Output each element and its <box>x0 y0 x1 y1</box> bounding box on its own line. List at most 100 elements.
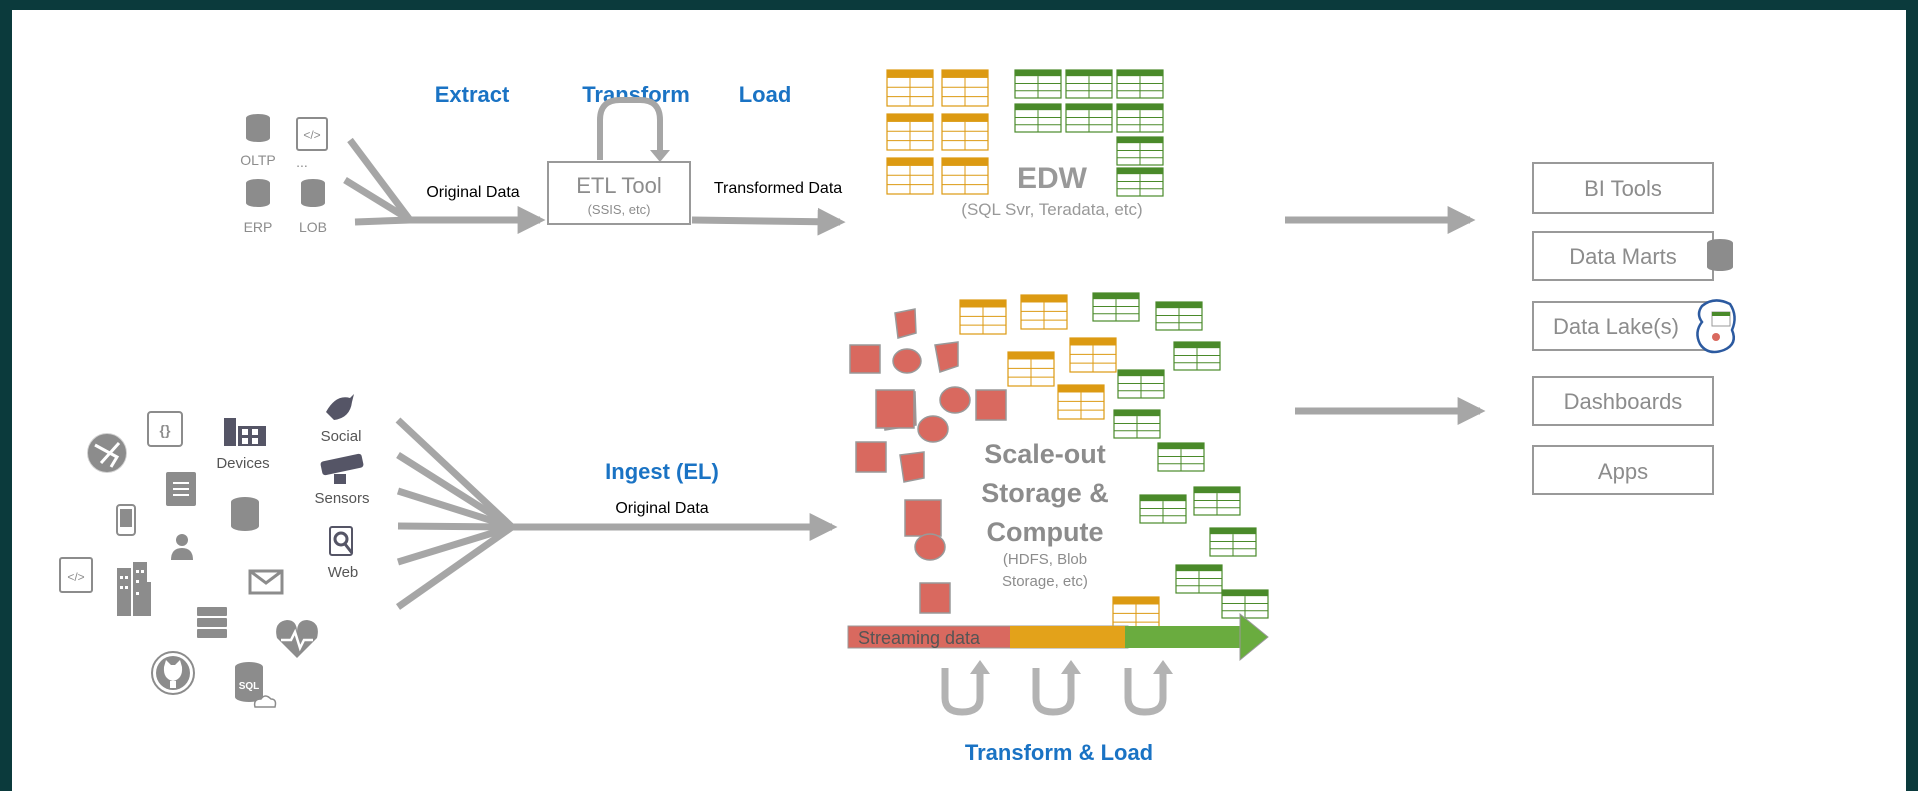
sensor-icon <box>320 453 364 484</box>
source-label-lob: LOB <box>299 219 327 235</box>
web-label: Web <box>328 564 359 581</box>
table-icon <box>941 69 989 107</box>
table-icon <box>1116 167 1164 197</box>
svg-text:</>: </> <box>67 570 84 584</box>
person-icon <box>171 534 193 560</box>
table-icon <box>1014 69 1062 99</box>
consumer-label: BI Tools <box>1584 176 1662 201</box>
source-label-oltp: OLTP <box>240 152 276 168</box>
document-icon <box>166 472 196 506</box>
bottom-flow: {} Devices Social Sensors Web <box>59 292 1486 765</box>
raw-data-shapes <box>849 308 1007 614</box>
storage-title-line-1: Scale-out <box>984 439 1106 469</box>
table-icon <box>1069 337 1117 373</box>
storage-subtitle-line-2: Storage, etc) <box>1002 573 1088 590</box>
table-icon <box>1014 103 1062 133</box>
json-icon: {} <box>147 411 183 447</box>
table-icon <box>1116 69 1164 99</box>
table-icon <box>1155 301 1203 331</box>
code-icon: </> <box>59 557 93 593</box>
table-icon <box>941 113 989 151</box>
table-icon <box>1065 103 1113 133</box>
table-icon <box>1116 103 1164 133</box>
devices-label: Devices <box>216 455 269 472</box>
consumer-dashboards: Dashboards <box>1532 376 1714 426</box>
consumers: BI Tools Data Marts Data Lake(s) <box>1532 162 1736 495</box>
svg-text:{}: {} <box>160 422 171 438</box>
mail-icon <box>248 569 284 595</box>
table-icon <box>1116 136 1164 166</box>
table-icon <box>1175 564 1223 594</box>
code-icon: </> <box>296 117 328 151</box>
storage-title-line-3: Compute <box>987 517 1104 547</box>
table-icon <box>1057 384 1105 420</box>
table-icon <box>1173 341 1221 371</box>
transform-load-label: Transform & Load <box>965 740 1153 765</box>
table-icon <box>1065 69 1113 99</box>
consumer-label: Data Marts <box>1569 244 1677 269</box>
github-icon <box>151 651 195 695</box>
database-icon <box>1707 239 1733 271</box>
table-icon <box>941 157 989 195</box>
bird-icon <box>326 394 354 420</box>
database-icon <box>301 179 325 207</box>
table-icon <box>1007 351 1055 387</box>
database-icon <box>231 497 259 531</box>
etl-tool-subtitle: (SSIS, etc) <box>588 202 651 217</box>
transformed-data-label: Transformed Data <box>714 180 842 197</box>
table-icon <box>1139 494 1187 524</box>
table-icon <box>1157 442 1205 472</box>
consumer-label: Data Lake(s) <box>1553 314 1679 339</box>
top-flow: </> OLTP ... ERP LOB Extract Transform L… <box>240 69 1476 236</box>
table-icon <box>1113 409 1161 439</box>
table-icon <box>1092 292 1140 322</box>
original-data-label: Original Data <box>426 184 519 201</box>
lake-tables <box>959 292 1269 632</box>
table-icon <box>1117 369 1165 399</box>
globe-icon <box>86 432 128 474</box>
streaming-label: Streaming data <box>858 628 981 648</box>
table-icon <box>1193 486 1241 516</box>
edw-title: EDW <box>1017 162 1088 195</box>
table-icon <box>886 157 934 195</box>
table-icon <box>1020 294 1068 330</box>
heart-pulse-icon <box>276 620 318 658</box>
database-icon <box>246 179 270 207</box>
server-icon <box>197 607 227 638</box>
table-icon <box>959 299 1007 335</box>
consumer-apps: Apps <box>1532 445 1714 495</box>
table-icon <box>1112 596 1160 632</box>
load-label: Load <box>739 82 792 107</box>
extract-label: Extract <box>435 82 510 107</box>
ingest-fan-lines <box>395 417 515 610</box>
load-arrow <box>691 207 846 236</box>
table-icon <box>886 69 934 107</box>
sql-cloud-icon: SQL <box>235 662 277 708</box>
table-icon <box>1209 527 1257 557</box>
fan-in-lines <box>343 137 413 226</box>
source-label-more: ... <box>296 154 308 170</box>
edw-subtitle: (SQL Svr, Teradata, etc) <box>961 200 1142 219</box>
transform-label: Transform <box>582 82 690 107</box>
building-icon <box>117 562 151 616</box>
ingest-original-data-label: Original Data <box>615 500 708 517</box>
streaming-bar <box>847 612 1269 662</box>
transform-loop-arrow <box>597 97 663 160</box>
lake-icon <box>1696 299 1736 354</box>
consumer-label: Apps <box>1598 459 1648 484</box>
etl-tool-box <box>547 161 691 225</box>
ingest-label: Ingest (EL) <box>605 459 719 484</box>
storage-title-line-2: Storage & <box>981 478 1109 508</box>
consumer-label: Dashboards <box>1564 389 1683 414</box>
web-search-icon <box>329 526 354 556</box>
consumer-data-lake: Data Lake(s) <box>1532 299 1736 354</box>
sensors-label: Sensors <box>314 490 369 507</box>
edw-tables <box>886 69 1164 197</box>
source-label-erp: ERP <box>244 219 273 235</box>
social-label: Social <box>321 428 362 445</box>
phone-icon <box>116 504 136 536</box>
svg-text:</>: </> <box>303 128 320 142</box>
etl-tool-title: ETL Tool <box>576 173 662 198</box>
